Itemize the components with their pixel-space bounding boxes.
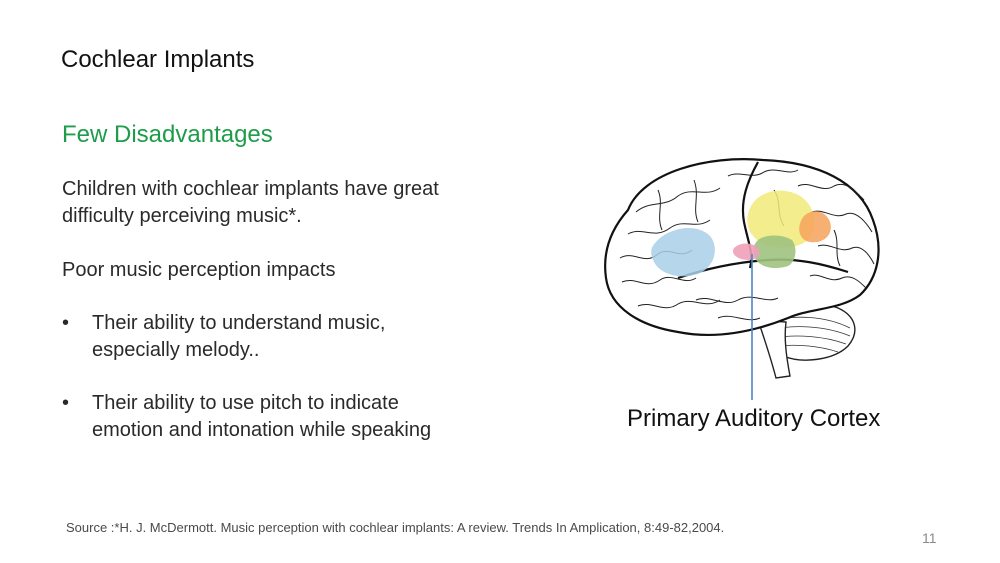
bullet-text: Their ability to understand music, espec…	[92, 312, 386, 361]
region-green	[753, 235, 796, 268]
bullet-glyph: •	[62, 312, 70, 334]
bullet-glyph: •	[62, 392, 70, 414]
paragraph-difficulty: Children with cochlear implants have gre…	[62, 178, 439, 227]
paragraph-impacts: Poor music perception impacts	[62, 259, 336, 281]
slide-title: Cochlear Implants	[61, 46, 255, 73]
region-orange	[799, 211, 831, 243]
region-yellow	[747, 190, 815, 248]
region-blue	[651, 228, 715, 277]
source-citation: Source :*H. J. McDermott. Music percepti…	[66, 520, 725, 535]
brainstem	[757, 319, 791, 379]
bullet-item-pitch: • Their ability to use pitch to indicate…	[62, 390, 462, 444]
primary-auditory-cortex-label: Primary Auditory Cortex	[627, 405, 881, 432]
bullet-item-melody: • Their ability to understand music, esp…	[62, 310, 462, 364]
bullet-text: Their ability to use pitch to indicate e…	[92, 392, 432, 441]
slide-subtitle: Few Disadvantages	[62, 121, 273, 148]
region-pink-auditory	[732, 243, 760, 260]
page-number: 11	[922, 530, 937, 546]
brain-diagram	[604, 158, 880, 400]
impact-bullet-list: • Their ability to understand music, esp…	[62, 310, 462, 470]
gyri-lines	[619, 169, 875, 321]
